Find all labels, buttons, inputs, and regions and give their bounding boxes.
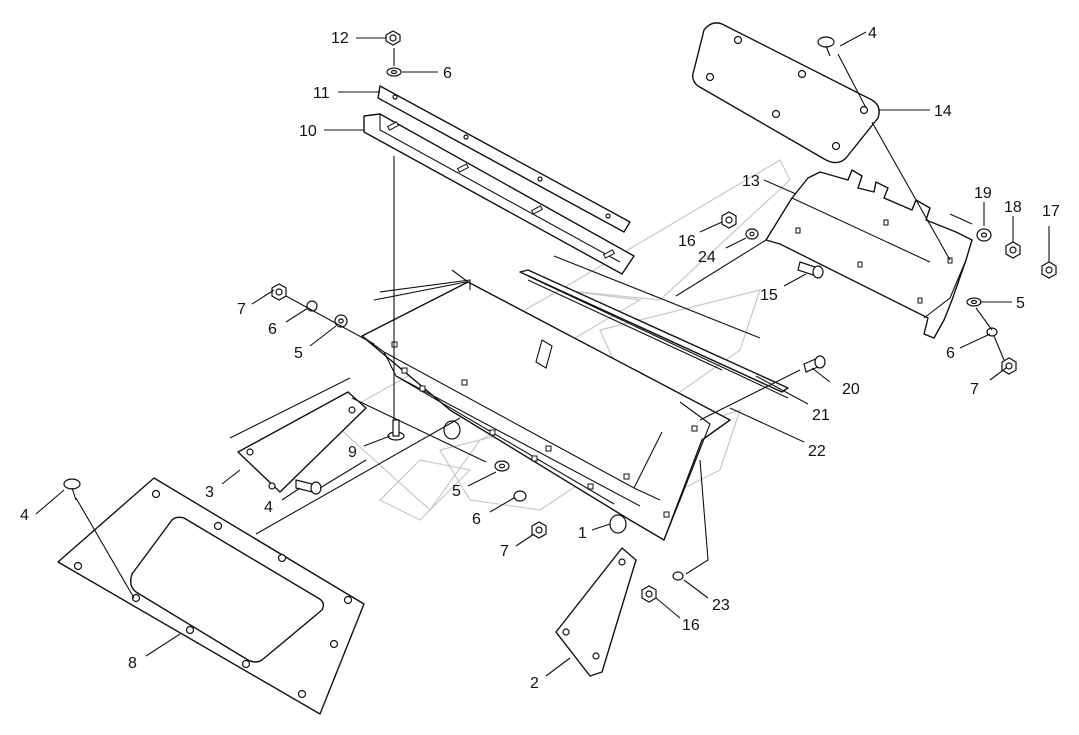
bolt-9 (387, 419, 405, 441)
callout-24: 24 (698, 249, 716, 266)
callout-5-left: 5 (294, 345, 303, 362)
part-10-angle-strip (363, 113, 635, 275)
callout-10: 10 (299, 123, 317, 140)
hardware-mid-right (721, 211, 824, 279)
callout-14: 14 (934, 103, 952, 120)
bolt-4-lower (63, 478, 81, 501)
main-tray (361, 269, 731, 541)
bolt-4-mid (295, 479, 322, 495)
callout-15: 15 (760, 287, 778, 304)
callout-18: 18 (1004, 199, 1022, 216)
callout-19: 19 (974, 185, 992, 202)
hardware-lower-center (494, 460, 547, 539)
washer-6-top (386, 67, 402, 77)
part-3-plate (229, 377, 367, 493)
nut-12 (385, 30, 401, 46)
callout-20: 20 (842, 381, 860, 398)
callout-leaders (35, 31, 1050, 677)
part-13-bracket (765, 169, 973, 339)
callout-3: 3 (205, 484, 214, 501)
callout-21: 21 (812, 407, 830, 424)
callout-7-lower: 7 (500, 543, 509, 560)
callout-1: 1 (578, 525, 587, 542)
callout-17: 17 (1042, 203, 1060, 220)
hardware-left-cluster (271, 283, 348, 328)
callout-5-lower: 5 (452, 483, 461, 500)
callout-22: 22 (808, 443, 826, 460)
callout-4-mid: 4 (264, 499, 273, 516)
callout-11: 11 (313, 85, 330, 102)
callout-7-left: 7 (237, 301, 246, 318)
bolt-20 (803, 355, 826, 373)
assembly-lines (75, 48, 1005, 599)
callout-23: 23 (712, 597, 730, 614)
callout-6-lower: 6 (472, 511, 481, 528)
hardware-right-cluster (966, 228, 1057, 375)
callout-6-right: 6 (946, 345, 955, 362)
part-2-plate (555, 547, 637, 677)
callout-4-left: 4 (20, 507, 29, 524)
callout-7-right: 7 (970, 381, 979, 398)
part-14-plate (691, 22, 880, 164)
spacer-1 (443, 420, 627, 534)
part-11-strip (377, 85, 631, 233)
callout-6-top: 6 (443, 65, 452, 82)
part-22-strip (527, 275, 789, 399)
callout-12: 12 (331, 30, 349, 47)
callout-16-bottom: 16 (682, 617, 700, 634)
callout-16-mid: 16 (678, 233, 696, 250)
callout-8: 8 (128, 655, 137, 672)
callout-6-left: 6 (268, 321, 277, 338)
callout-2: 2 (530, 675, 539, 692)
callout-13: 13 (742, 173, 760, 190)
callout-9: 9 (348, 444, 357, 461)
part-8-frame (57, 477, 365, 715)
hardware-bottom (641, 571, 684, 603)
part-21-strip (519, 255, 789, 393)
callout-labels: 12 6 11 10 4 14 13 19 18 17 16 24 15 5 6… (20, 25, 1060, 692)
bolt-4-top (817, 36, 835, 57)
callout-4-top: 4 (868, 25, 877, 42)
callout-5-right: 5 (1016, 295, 1025, 312)
